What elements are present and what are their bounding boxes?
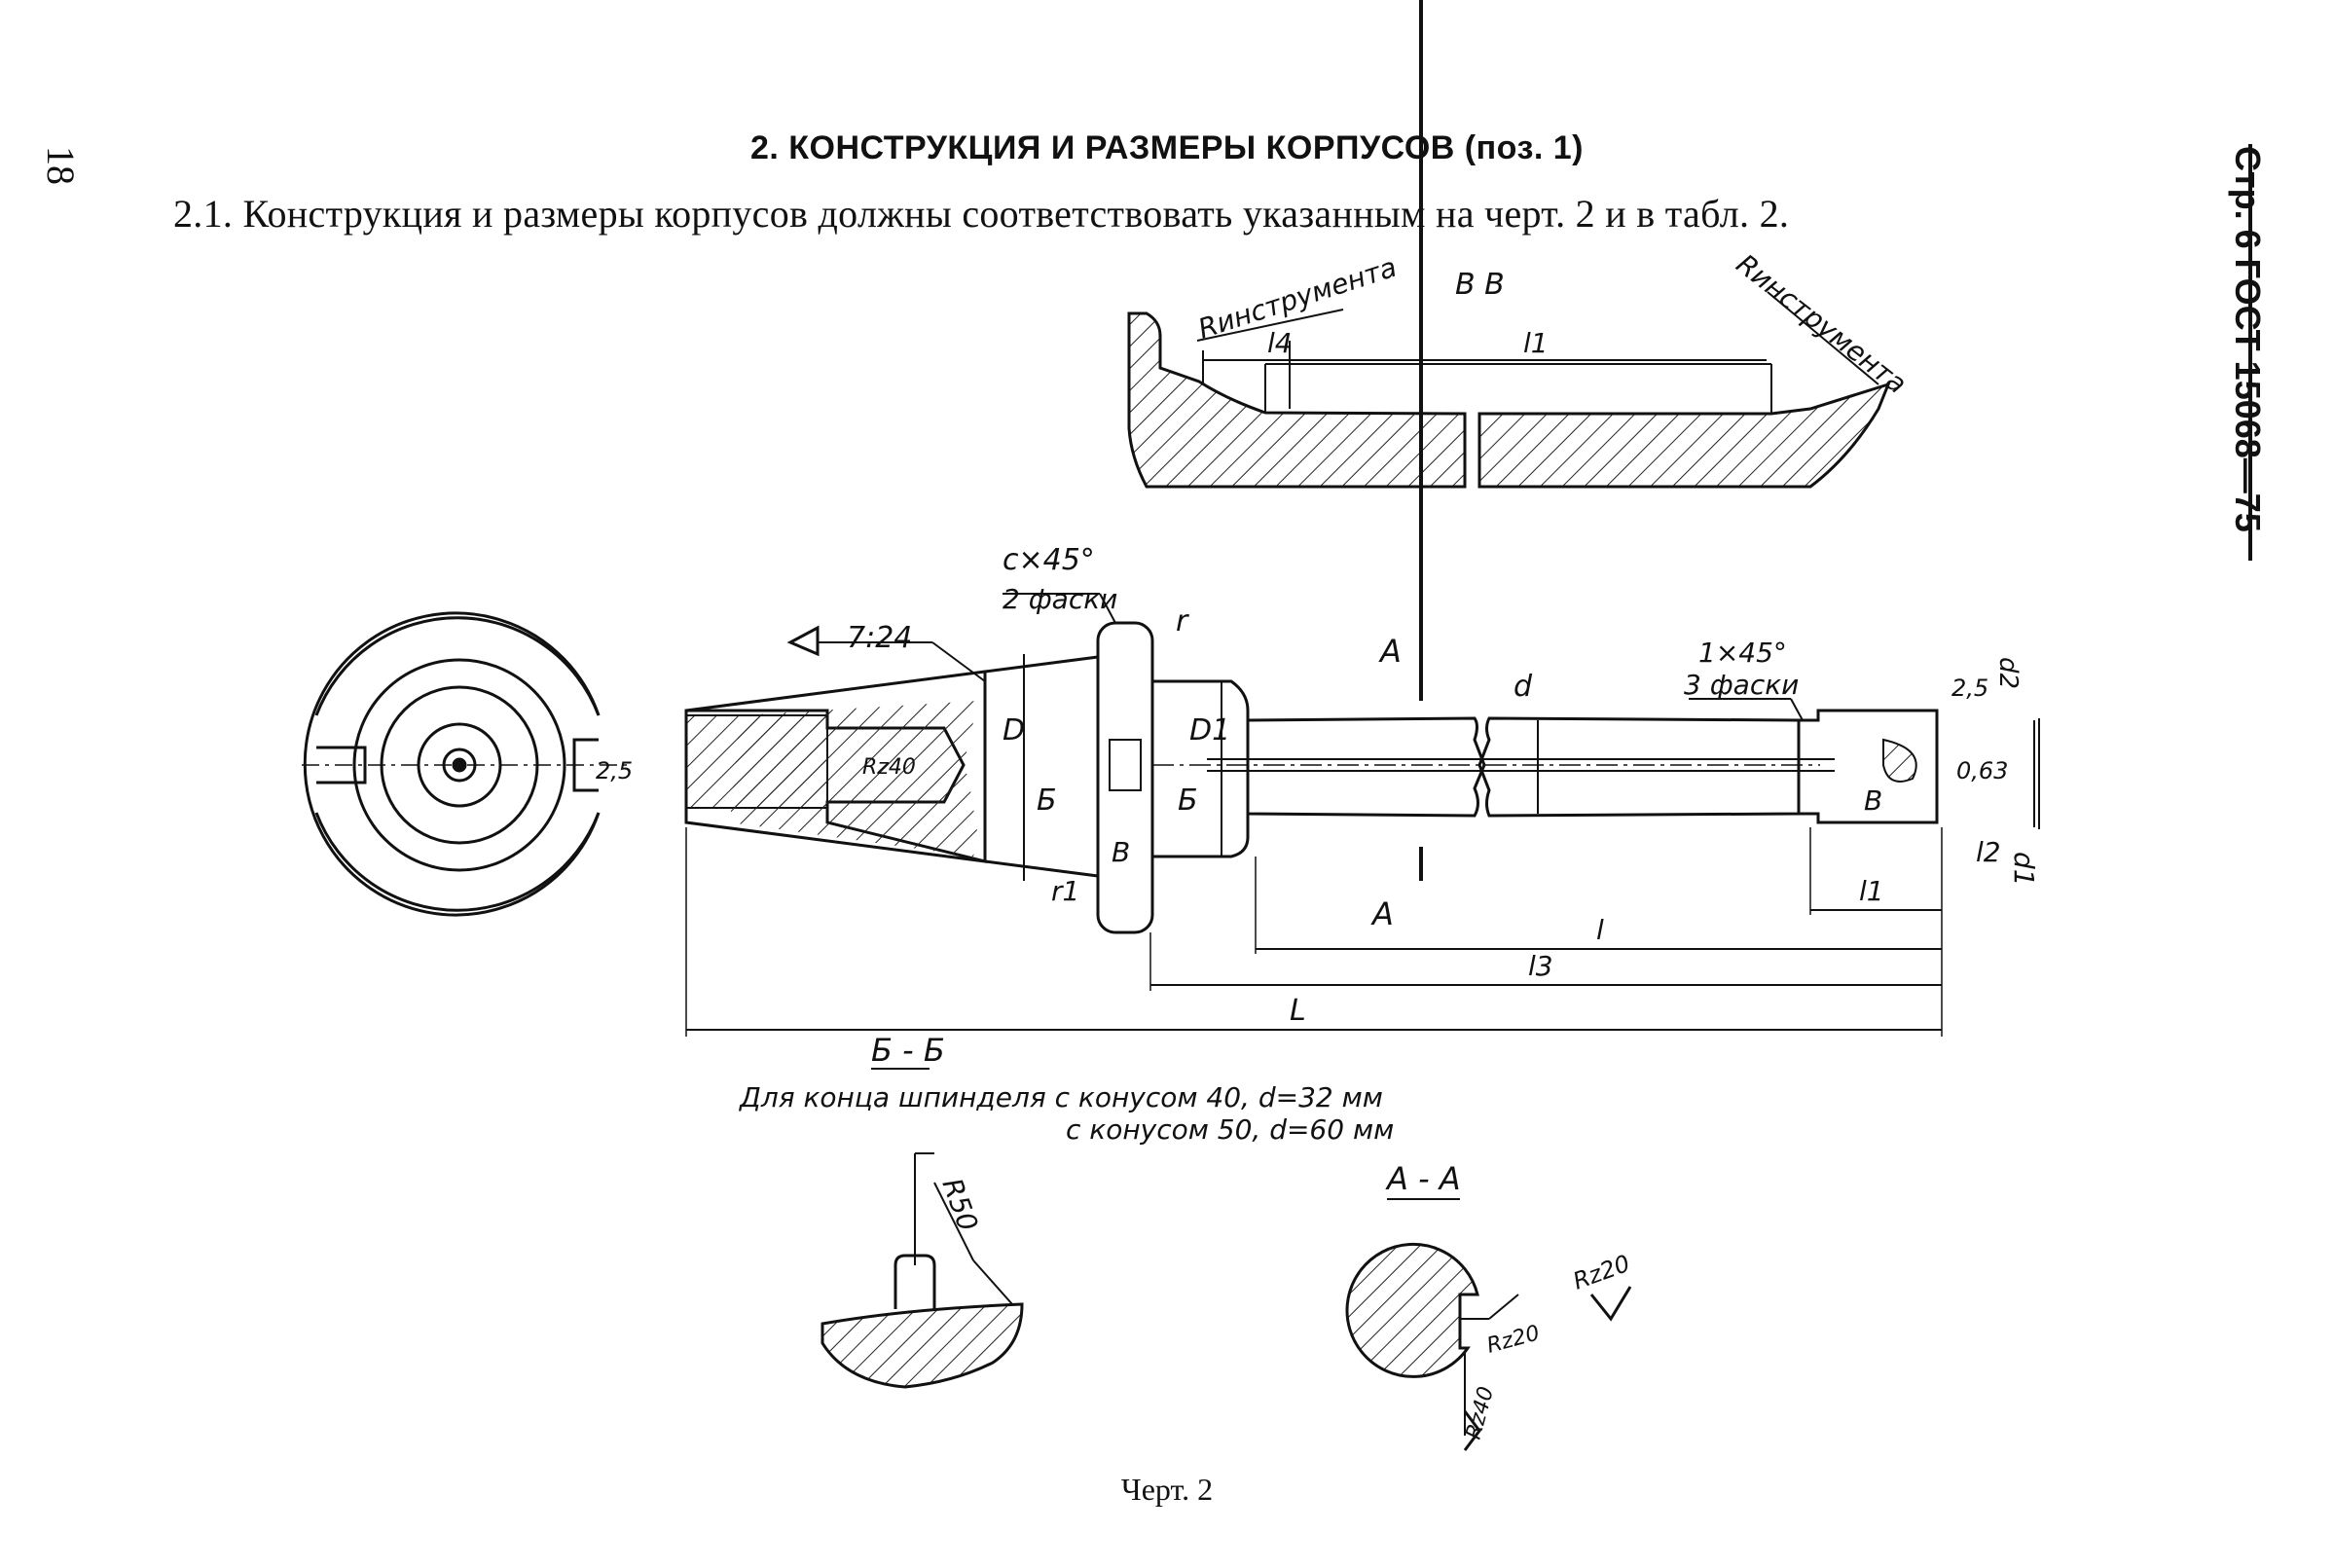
roughness-063: 0,63: [1956, 757, 2008, 784]
radius-r1: r1: [1051, 875, 1079, 907]
section-bb: [821, 1152, 1024, 1389]
dim-D1: D1: [1189, 713, 1230, 748]
aa-rz20-b: Rz20: [1484, 1321, 1542, 1358]
chamfer-c-note: 2 фаски: [1003, 583, 1117, 615]
rz40-main: Rz40: [862, 755, 916, 780]
dim-d: d: [1513, 670, 1533, 704]
cut-b-left: Б: [1037, 784, 1057, 818]
figure-caption: Черт. 2: [1120, 1472, 1214, 1507]
aa-rz40: Rz40: [1462, 1384, 1499, 1441]
roughness-25: 2,5: [1951, 675, 1988, 702]
vv-l1: l1: [1523, 327, 1549, 359]
dim-l2: l2: [1976, 836, 2001, 868]
taper-ratio: 7:24: [847, 621, 912, 655]
cut-v: В: [1112, 836, 1130, 868]
bb-r50: R50: [935, 1174, 984, 1235]
vv-l4: l4: [1267, 327, 1293, 359]
end-view-25: 2,5: [596, 757, 633, 784]
bb-note-2: с конусом 50, d=60 мм: [1066, 1113, 1394, 1146]
vv-r-left: Rинструмента: [1194, 251, 1401, 346]
main-view: [684, 0, 2040, 1037]
cut-b-right: Б: [1178, 784, 1198, 818]
chamfer-1: 1×45°: [1698, 637, 1787, 669]
radius-r: r: [1176, 604, 1189, 638]
chamfer-1-note: 3 фаски: [1684, 669, 1799, 701]
cut-a-top: А: [1378, 633, 1402, 670]
dim-L: L: [1290, 994, 1306, 1028]
dim-l3: l3: [1528, 950, 1553, 982]
dim-l1: l1: [1859, 875, 1884, 907]
cut-a-bottom: А: [1370, 895, 1394, 932]
chamfer-c: c×45°: [1003, 543, 1095, 577]
bb-title: Б - Б: [871, 1032, 945, 1069]
vv-title: В В: [1455, 268, 1505, 302]
aa-rz20-a: Rz20: [1569, 1250, 1633, 1295]
side-rule: [2248, 144, 2252, 561]
end-view: [302, 611, 633, 917]
dim-d2: d2: [1993, 657, 2023, 689]
section-aa: [1345, 1242, 1632, 1451]
section-title: 2. КОНСТРУКЦИЯ И РАЗМЕРЫ КОРПУСОВ (поз. …: [750, 129, 1584, 166]
dim-d1: d1: [2008, 852, 2040, 887]
cut-v-right: В: [1864, 784, 1882, 817]
aa-title: А - А: [1385, 1160, 1461, 1197]
bb-note-1: Для конца шпинделя с конусом 40, d=32 мм: [738, 1081, 1383, 1113]
section-vv: [1127, 291, 1891, 489]
intro-paragraph: 2.1. Конструкция и размеры корпусов долж…: [173, 192, 1790, 236]
vv-r-right: Rинструмента: [1731, 248, 1913, 401]
dim-D: D: [1003, 713, 1025, 748]
dim-l: l: [1596, 914, 1604, 946]
